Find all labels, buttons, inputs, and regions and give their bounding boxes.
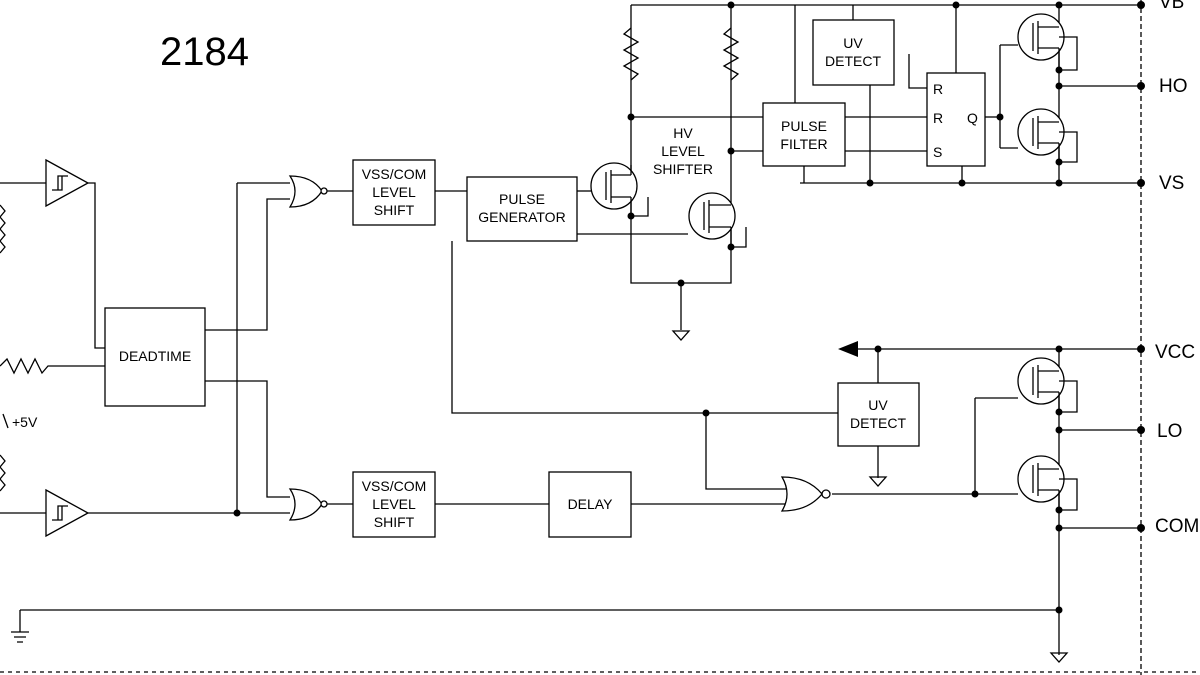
pin-label-lo: LO [1157,421,1182,442]
low-side-mosfet-bottom-icon [1017,455,1078,511]
svg-text:FILTER: FILTER [780,136,827,152]
svg-text:LEVEL: LEVEL [372,496,416,512]
svg-text:Q: Q [967,110,978,126]
supply-label: +5V [12,414,38,430]
nor-gate-low-side [780,476,831,512]
high-side-mosfet-top-icon [1017,13,1078,71]
part-number-title: 2184 [160,30,249,74]
svg-text:SHIFT: SHIFT [374,514,415,530]
schmitt-buffer-top [45,158,90,208]
rs-latch-block: R R S Q [926,72,986,167]
svg-text:VSS/COM: VSS/COM [362,166,427,182]
ground-uv-detect-icon [868,476,888,487]
svg-text:R: R [933,110,943,126]
high-side-mosfet-bottom-icon [1017,108,1078,163]
deadtime-block: DEADTIME [104,307,206,407]
pin-label-vb: VB [1159,0,1184,13]
svg-text:UV: UV [868,397,888,413]
pulse-generator-block: PULSE GENERATOR [466,176,578,242]
hv-pullup-resistors [622,27,740,81]
pulse-filter-block: PULSE FILTER [762,102,846,167]
low-side-mosfet-top-icon [1017,357,1078,413]
nor-gate-bottom [288,488,328,521]
svg-text:S: S [933,144,942,160]
hv-mosfet-left-icon [590,162,649,217]
svg-text:LEVEL: LEVEL [661,143,705,159]
vcc-arrow-icon [838,341,858,357]
level-shift-bottom-block: VSS/COM LEVEL SHIFT [352,471,436,538]
pin-label-vcc: VCC [1155,342,1195,363]
hv-level-shifter-label: HV LEVEL SHIFTER [653,125,713,177]
ground-input-icon [11,631,29,643]
ground-hv-shifter-icon [671,330,691,341]
delay-block: DELAY [548,471,632,538]
svg-text:PULSE: PULSE [781,118,827,134]
level-shift-top-block: VSS/COM LEVEL SHIFT [352,159,436,226]
ground-com-icon [1049,652,1069,663]
pin-label-ho: HO [1159,76,1188,97]
svg-text:DETECT: DETECT [825,53,881,69]
nor-gate-top [288,175,328,208]
svg-text:R: R [933,81,943,97]
supply-arrow [2,413,9,429]
hv-mosfet-right-icon [688,192,747,248]
svg-text:PULSE: PULSE [499,191,545,207]
uv-detect-high-block: UV DETECT [812,19,895,86]
svg-text:DELAY: DELAY [568,496,614,512]
svg-text:DETECT: DETECT [850,415,906,431]
pin-label-vs: VS [1159,173,1184,194]
svg-text:VSS/COM: VSS/COM [362,478,427,494]
uv-detect-low-block: UV DETECT [837,382,920,447]
svg-text:UV: UV [843,35,863,51]
input-resistors [0,204,52,492]
svg-text:SHIFTER: SHIFTER [653,161,713,177]
svg-text:HV: HV [673,125,693,141]
svg-text:LEVEL: LEVEL [372,184,416,200]
schmitt-buffer-bottom [45,488,90,538]
pin-label-com: COM [1155,516,1199,537]
svg-text:SHIFT: SHIFT [374,202,415,218]
svg-text:GENERATOR: GENERATOR [478,209,565,225]
junction-dots [233,1,1145,614]
svg-text:DEADTIME: DEADTIME [119,348,191,364]
